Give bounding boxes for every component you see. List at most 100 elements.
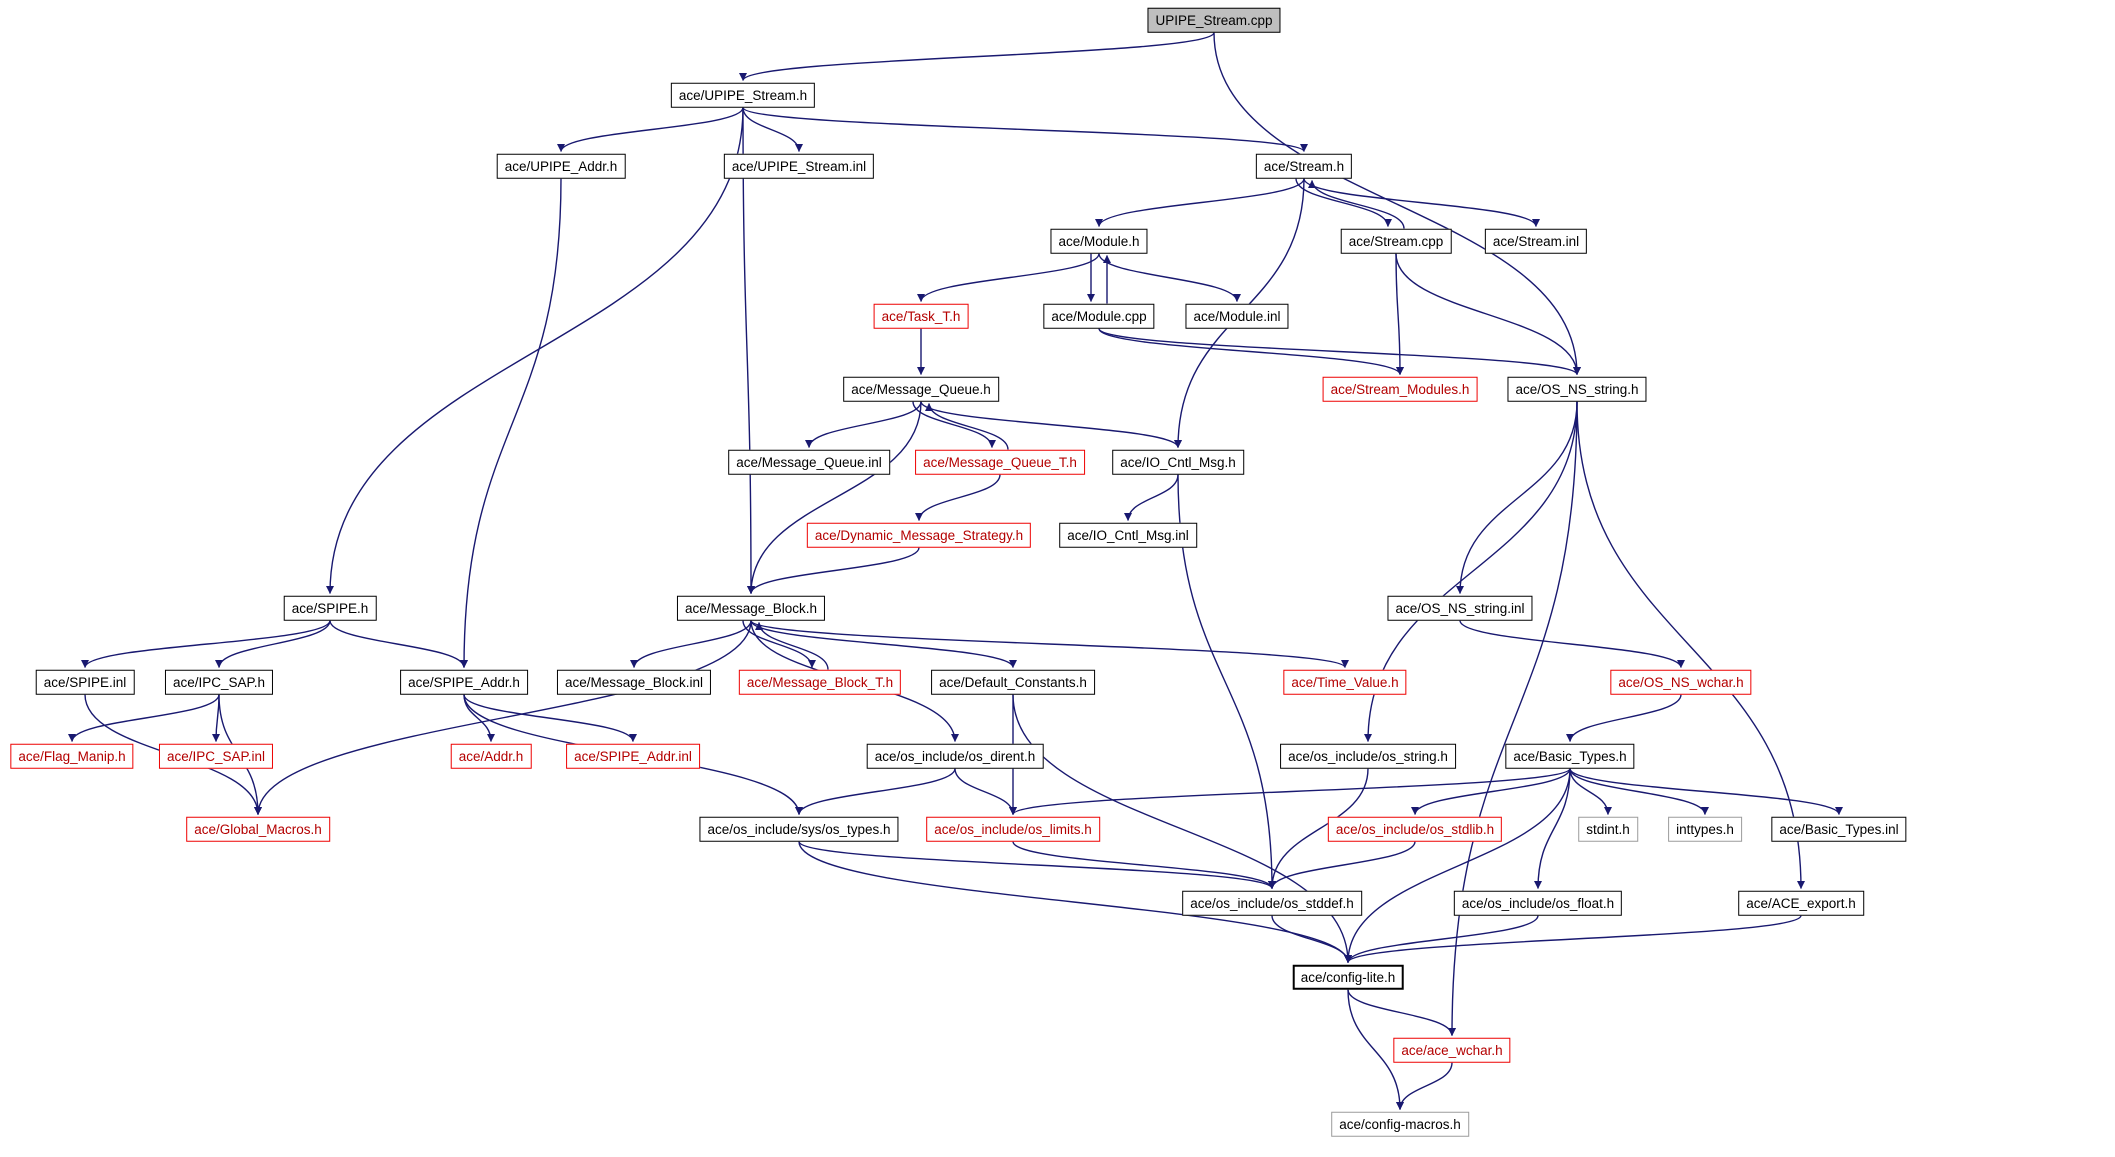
edge-ace-message-queue-h--ace-io-cntl-msg-h — [920, 401, 1182, 448]
edge-ace-module-cpp--ace-stream-modules-h — [1098, 328, 1404, 375]
edge-ace-os-include-os-float-h--ace-config-lite-h — [1344, 915, 1539, 963]
edge-ace-os-ns-wchar-h--ace-basic-types-h — [1566, 694, 1682, 742]
edge-ace-basic-types-h--ace-config-lite-h — [1344, 768, 1571, 963]
graph-node-ace-message-queue-t-h[interactable]: ace/Message_Queue_T.h — [915, 449, 1085, 475]
edge-ace-message-queue-t-h--ace-message-queue-h — [925, 403, 1009, 450]
edge-ace-os-include-os-stdlib-h--ace-os-include-os-stddef-h — [1268, 841, 1416, 889]
edge-ace-message-queue-t-h--ace-dynamic-message-strategy-h — [915, 474, 1001, 521]
edge-ace-io-cntl-msg-h--ace-io-cntl-msg-inl — [1124, 474, 1179, 521]
edge-ace-os-include-os-limits-h--ace-os-include-os-stddef-h — [1012, 841, 1276, 889]
graph-node-ace-os-include-os-limits-h[interactable]: ace/os_include/os_limits.h — [926, 816, 1100, 842]
graph-node-ace-os-include-os-float-h[interactable]: ace/os_include/os_float.h — [1453, 890, 1623, 916]
graph-node-ace-flag-manip-h[interactable]: ace/Flag_Manip.h — [10, 743, 134, 769]
edge-ace-ace-export-h--ace-config-lite-h — [1344, 914, 1802, 964]
graph-node-ace-upipe-addr-h[interactable]: ace/UPIPE_Addr.h — [496, 153, 626, 179]
graph-node-ace-task-t-h[interactable]: ace/Task_T.h — [873, 303, 969, 329]
graph-node-ace-default-constants-h[interactable]: ace/Default_Constants.h — [931, 669, 1095, 695]
graph-node-ace-basic-types-inl[interactable]: ace/Basic_Types.inl — [1771, 816, 1907, 842]
edge-ace-basic-types-h--ace-os-include-os-stdlib-h — [1411, 768, 1571, 815]
graph-node-ace-ipc-sap-inl[interactable]: ace/IPC_SAP.inl — [158, 743, 274, 769]
graph-node-ace-os-ns-wchar-h[interactable]: ace/OS_NS_wchar.h — [1610, 669, 1752, 695]
graph-node-ace-config-macros-h: ace/config-macros.h — [1331, 1111, 1469, 1137]
edge-ace-upipe-stream-h--ace-upipe-addr-h — [557, 107, 744, 152]
graph-node-ace-stream-modules-h[interactable]: ace/Stream_Modules.h — [1322, 376, 1478, 402]
graph-node-ace-config-lite-h[interactable]: ace/config-lite.h — [1292, 964, 1404, 990]
graph-node-ace-os-include-sys-os-types-h[interactable]: ace/os_include/sys/os_types.h — [699, 816, 899, 842]
graph-node-ace-upipe-stream-h[interactable]: ace/UPIPE_Stream.h — [670, 82, 816, 108]
edge-ace-message-block-t-h--ace-message-block-h — [755, 622, 829, 670]
edge-ace-config-lite-h--ace-config-macros-h — [1347, 989, 1404, 1110]
graph-node-ace-upipe-stream-inl[interactable]: ace/UPIPE_Stream.inl — [723, 153, 875, 179]
edge-ace-module-h--ace-module-inl — [1098, 253, 1241, 302]
edge-ace-basic-types-h--ace-os-include-os-limits-h — [1009, 767, 1571, 816]
edge-ace-os-include-sys-os-types-h--ace-os-include-os-stddef-h — [798, 840, 1276, 890]
edge-ace-stream-h--ace-stream-cpp — [1295, 178, 1392, 227]
graph-node-ace-module-h[interactable]: ace/Module.h — [1050, 228, 1148, 254]
graph-node-upipe-stream-cpp: UPIPE_Stream.cpp — [1147, 7, 1281, 33]
edge-ace-upipe-stream-h--ace-stream-h — [742, 106, 1308, 153]
edge-ace-upipe-stream-h--ace-upipe-stream-inl — [742, 107, 803, 152]
graph-node-ace-basic-types-h[interactable]: ace/Basic_Types.h — [1505, 743, 1635, 769]
edge-ace-message-queue-h--ace-message-queue-inl — [805, 401, 922, 448]
edge-ace-io-cntl-msg-h--ace-os-include-os-stddef-h — [1177, 474, 1276, 889]
graph-node-ace-spipe-h[interactable]: ace/SPIPE.h — [283, 595, 377, 621]
graph-node-ace-os-include-os-dirent-h[interactable]: ace/os_include/os_dirent.h — [866, 743, 1044, 769]
graph-node-ace-io-cntl-msg-inl[interactable]: ace/IO_Cntl_Msg.inl — [1059, 522, 1197, 548]
edge-ace-spipe-h--ace-spipe-addr-h — [329, 620, 468, 668]
graph-node-ace-message-block-t-h[interactable]: ace/Message_Block_T.h — [738, 669, 902, 695]
graph-node-ace-os-include-os-stddef-h[interactable]: ace/os_include/os_stddef.h — [1182, 890, 1362, 916]
edge-ace-spipe-h--ace-spipe-inl — [81, 620, 331, 668]
graph-node-stdint-h: stdint.h — [1578, 816, 1638, 842]
edge-ace-stream-cpp--ace-stream-modules-h — [1395, 253, 1404, 375]
graph-node-ace-os-include-os-string-h[interactable]: ace/os_include/os_string.h — [1280, 743, 1456, 769]
graph-node-ace-module-cpp[interactable]: ace/Module.cpp — [1043, 303, 1155, 329]
edge-ace-os-ns-string-h--ace-ace-export-h — [1576, 401, 1805, 889]
edge-ace-stream-cpp--ace-stream-h — [1308, 180, 1405, 229]
edge-ace-message-block-h--ace-message-block-t-h — [742, 620, 816, 668]
edge-ace-os-ns-string-h--ace-ace-wchar-h — [1448, 401, 1578, 1036]
edge-ace-os-include-os-dirent-h--ace-os-include-os-limits-h — [954, 768, 1017, 815]
graph-node-ace-ace-wchar-h[interactable]: ace/ace_wchar.h — [1393, 1037, 1511, 1063]
graph-node-ace-time-value-h[interactable]: ace/Time_Value.h — [1283, 669, 1407, 695]
edge-ace-module-cpp--ace-os-ns-string-h — [1098, 327, 1581, 376]
graph-node-ace-stream-cpp[interactable]: ace/Stream.cpp — [1340, 228, 1452, 254]
graph-node-ace-global-macros-h[interactable]: ace/Global_Macros.h — [186, 816, 330, 842]
graph-node-ace-message-block-inl[interactable]: ace/Message_Block.inl — [556, 669, 712, 695]
graph-node-ace-module-inl[interactable]: ace/Module.inl — [1185, 303, 1289, 329]
edge-ace-message-block-h--ace-message-block-inl — [630, 620, 752, 668]
graph-node-ace-ace-export-h[interactable]: ace/ACE_export.h — [1738, 890, 1864, 916]
edge-ace-stream-h--ace-stream-inl — [1303, 178, 1540, 227]
edge-ace-basic-types-h--inttypes-h — [1569, 768, 1709, 815]
graph-node-ace-stream-inl[interactable]: ace/Stream.inl — [1484, 228, 1588, 254]
edge-ace-message-block-h--ace-default-constants-h — [750, 620, 1017, 668]
graph-node-ace-message-queue-h[interactable]: ace/Message_Queue.h — [843, 376, 999, 402]
graph-node-ace-spipe-inl[interactable]: ace/SPIPE.inl — [35, 669, 135, 695]
edge-ace-message-queue-h--ace-message-block-h — [747, 401, 922, 594]
edge-ace-os-ns-string-h--ace-os-ns-string-inl — [1456, 401, 1578, 594]
edge-ace-stream-h--ace-module-h — [1095, 178, 1305, 227]
edge-ace-stream-cpp--ace-os-ns-string-h — [1395, 253, 1581, 375]
edge-ace-upipe-addr-h--ace-spipe-addr-h — [460, 178, 562, 668]
graph-node-ace-os-ns-string-inl[interactable]: ace/OS_NS_string.inl — [1387, 595, 1533, 621]
edge-ace-spipe-addr-h--ace-spipe-addr-inl — [463, 694, 637, 742]
graph-node-ace-dynamic-message-strategy-h[interactable]: ace/Dynamic_Message_Strategy.h — [806, 522, 1032, 548]
graph-node-ace-spipe-addr-inl[interactable]: ace/SPIPE_Addr.inl — [566, 743, 700, 769]
edge-ace-spipe-h--ace-ipc-sap-h — [215, 620, 331, 668]
graph-node-ace-ipc-sap-h[interactable]: ace/IPC_SAP.h — [164, 669, 274, 695]
edge-upipe-stream-cpp--ace-upipe-stream-h — [739, 31, 1215, 82]
graph-node-ace-stream-h[interactable]: ace/Stream.h — [1255, 153, 1353, 179]
graph-node-ace-message-block-h[interactable]: ace/Message_Block.h — [676, 595, 826, 621]
edge-ace-upipe-stream-h--ace-spipe-h — [326, 107, 744, 594]
edge-ace-os-ns-string-inl--ace-os-ns-wchar-h — [1459, 620, 1685, 668]
edge-ace-message-block-h--ace-time-value-h — [750, 619, 1349, 669]
graph-node-ace-io-cntl-msg-h[interactable]: ace/IO_Cntl_Msg.h — [1112, 449, 1244, 475]
graph-node-ace-os-ns-string-h[interactable]: ace/OS_NS_string.h — [1507, 376, 1647, 402]
graph-node-ace-os-include-os-stdlib-h[interactable]: ace/os_include/os_stdlib.h — [1327, 816, 1503, 842]
edge-ace-os-include-os-dirent-h--ace-os-include-sys-os-types-h — [795, 768, 956, 815]
graph-node-ace-addr-h[interactable]: ace/Addr.h — [450, 743, 532, 769]
graph-node-ace-message-queue-inl[interactable]: ace/Message_Queue.inl — [728, 449, 890, 475]
graph-node-ace-spipe-addr-h[interactable]: ace/SPIPE_Addr.h — [400, 669, 528, 695]
edge-ace-spipe-addr-h--ace-addr-h — [463, 694, 495, 742]
edge-ace-message-block-h--ace-global-macros-h — [254, 620, 752, 815]
